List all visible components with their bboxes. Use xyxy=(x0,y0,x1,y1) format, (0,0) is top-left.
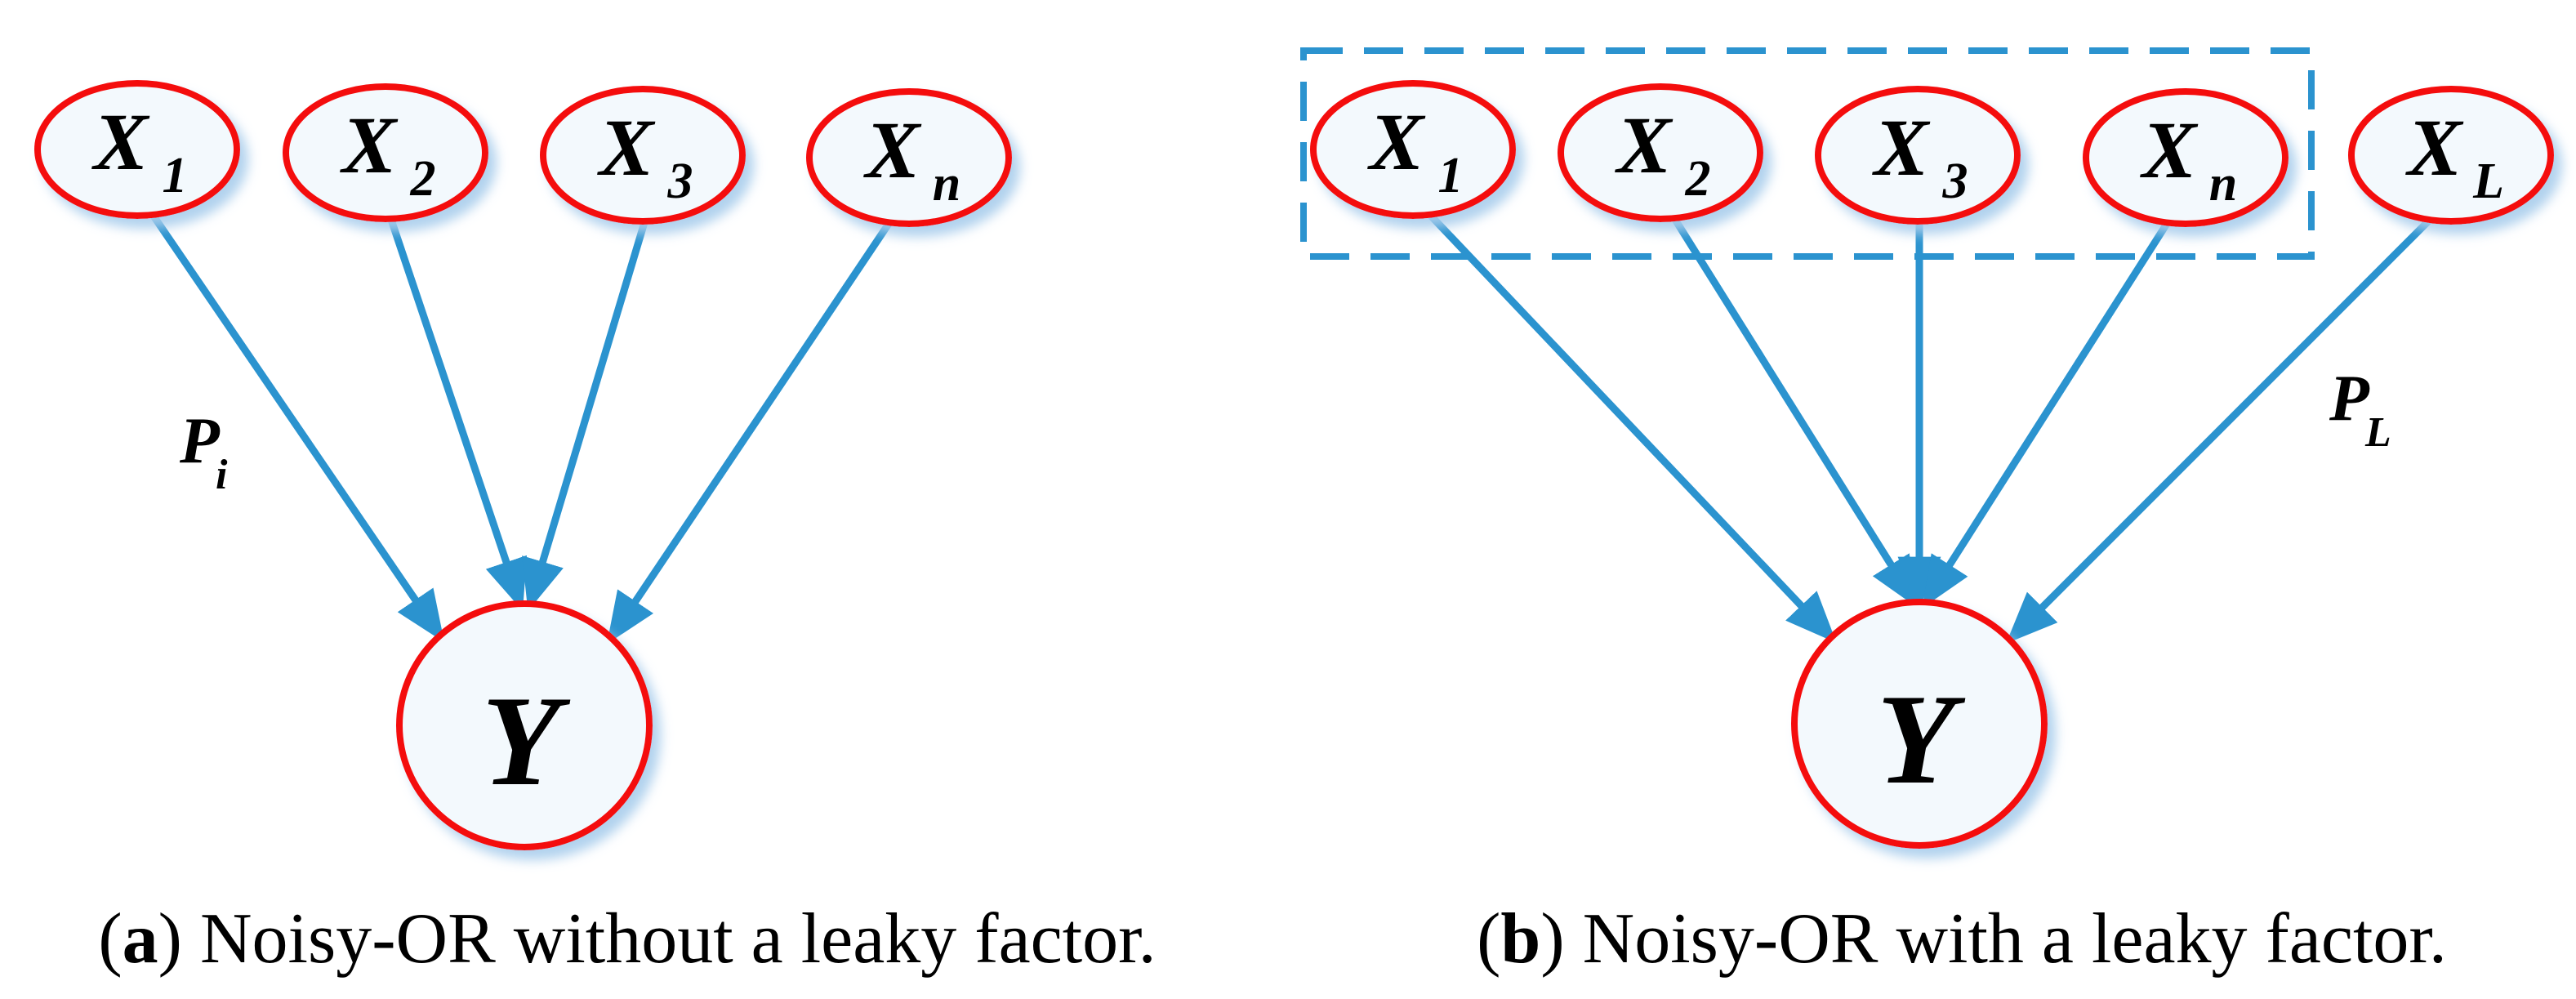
node-xn-a-base: X xyxy=(863,105,922,195)
node-x2-b xyxy=(1558,83,1763,222)
node-xn-b xyxy=(2083,88,2289,227)
node-y-b-label: Y xyxy=(1877,668,1966,811)
edge-label-pi: P i xyxy=(179,405,228,498)
caption-a-letter: a xyxy=(123,899,158,979)
caption-a-paren-open: ( xyxy=(98,899,122,979)
diagram-b: X 1 X 2 X 3 X n X L Y P L (b) Noisy-OR w… xyxy=(1300,47,2554,979)
edge-xn-y-b xyxy=(1922,215,2174,609)
node-x1-b-label: X 1 xyxy=(1367,96,1464,203)
node-xl-b-base: X xyxy=(2405,102,2464,193)
node-x2-b-base: X xyxy=(1615,100,1674,190)
node-y-a xyxy=(396,600,653,850)
node-xn-b-base: X xyxy=(2140,105,2199,195)
caption-b-text: ) Noisy-OR with a leaky factor. xyxy=(1540,899,2447,979)
caption-b: (b) Noisy-OR with a leaky factor. xyxy=(1477,899,2447,979)
caption-b-letter: b xyxy=(1500,899,1540,979)
node-x1-a xyxy=(34,80,240,219)
node-x2-a-sub: 2 xyxy=(410,151,436,207)
node-x3-a-base: X xyxy=(597,102,656,193)
node-x2-b-label: X 2 xyxy=(1615,100,1711,207)
node-xn-b-sub: n xyxy=(2209,156,2237,212)
node-xl-b-label: X L xyxy=(2405,102,2504,209)
node-x2-a-label: X 2 xyxy=(340,100,436,207)
edge-x2-y-b xyxy=(1669,213,1919,609)
node-x3-b-sub: 3 xyxy=(1942,154,1968,209)
node-x3-a-label: X 3 xyxy=(597,102,693,209)
edge-label-pi-base: P xyxy=(179,405,221,477)
node-y-b xyxy=(1791,599,2048,849)
node-x1-a-base: X xyxy=(91,96,150,187)
node-x1-b xyxy=(1310,80,1516,219)
caption-a: (a) Noisy-OR without a leaky factor. xyxy=(98,899,1156,979)
node-x2-a-base: X xyxy=(340,100,399,190)
leaky-group-dashed-box xyxy=(1300,47,2315,260)
edge-label-pl: P L xyxy=(2329,363,2391,456)
node-xn-a-sub: n xyxy=(933,156,960,212)
node-x3-b xyxy=(1815,86,2021,225)
edge-x3-y-a xyxy=(522,218,649,612)
node-xn-b-label: X n xyxy=(2140,105,2238,212)
edge-label-pi-sub: i xyxy=(216,452,228,498)
caption-b-paren-open: ( xyxy=(1477,899,1500,979)
diagram-a: X 1 X 2 X 3 X n Y P i (a) Noisy-OR witho… xyxy=(34,80,1157,979)
edge-x1-y-a xyxy=(148,210,445,643)
node-x3-a-sub: 3 xyxy=(667,154,693,209)
node-xl-b xyxy=(2348,86,2554,225)
node-x1-b-sub: 1 xyxy=(1438,148,1464,203)
node-x3-b-label: X 3 xyxy=(1872,102,1968,209)
node-x2-b-sub: 2 xyxy=(1685,151,1711,207)
edge-label-pl-sub: L xyxy=(2364,409,2391,456)
node-xn-a-label: X n xyxy=(863,105,961,212)
node-xl-b-sub: L xyxy=(2472,154,2504,209)
node-x2-a xyxy=(283,83,488,222)
node-x3-b-base: X xyxy=(1872,102,1931,193)
node-x1-b-base: X xyxy=(1367,96,1426,187)
edge-xl-y-b xyxy=(2006,211,2439,644)
caption-a-text: ) Noisy-OR without a leaky factor. xyxy=(158,899,1157,979)
node-x3-a xyxy=(540,86,746,225)
edge-x2-y-a xyxy=(386,216,528,611)
edge-x1-y-b xyxy=(1424,209,1837,644)
node-xn-a xyxy=(806,88,1012,227)
node-x1-a-sub: 1 xyxy=(163,148,188,203)
edge-xn-y-a xyxy=(606,216,895,644)
edge-label-pl-base: P xyxy=(2329,363,2370,435)
node-y-a-label: Y xyxy=(482,670,571,813)
node-x1-a-label: X 1 xyxy=(91,96,188,203)
